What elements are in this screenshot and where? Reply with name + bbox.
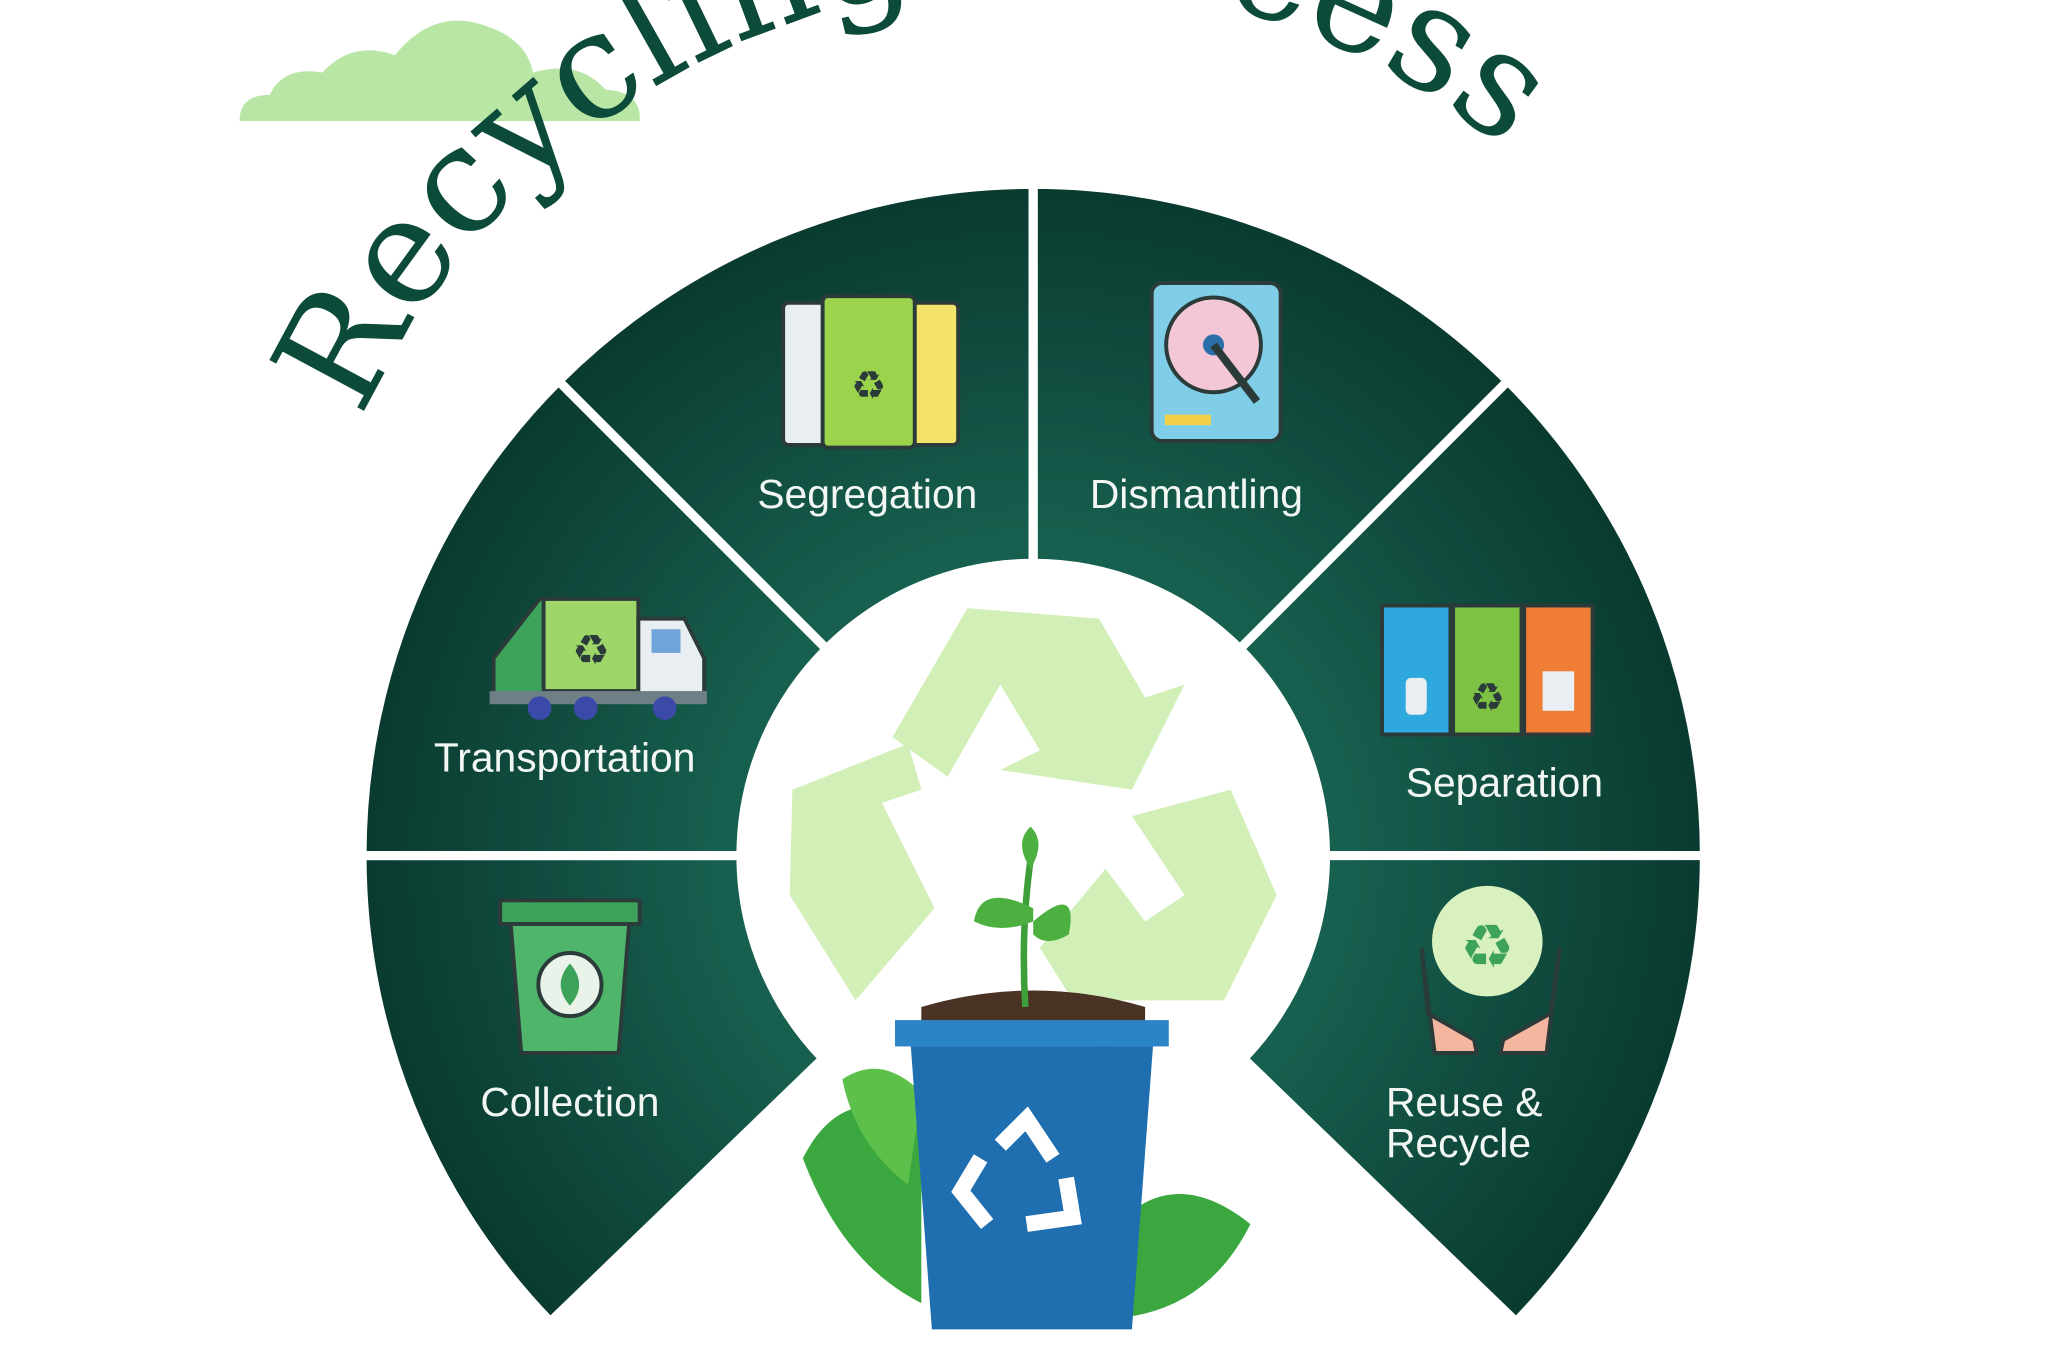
green-bin-leaf-icon bbox=[498, 898, 642, 1055]
step-label-dismantling: Dismantling bbox=[1090, 471, 1303, 517]
svg-text:♻: ♻ bbox=[1460, 914, 1514, 981]
hands-recycle-icon: ♻ bbox=[1419, 885, 1562, 1055]
svg-text:♻: ♻ bbox=[572, 628, 610, 675]
step-label-reuse: Reuse & bbox=[1386, 1079, 1542, 1125]
recycle-arrows-icon bbox=[951, 1106, 1082, 1232]
step-label-segregation: Segregation bbox=[757, 471, 977, 517]
step-label-transportation: Transportation bbox=[434, 734, 696, 780]
hard-drive-icon bbox=[1149, 281, 1283, 443]
recycle-bin-plant-icon bbox=[802, 826, 1251, 1330]
step-label-collection: Collection bbox=[480, 1079, 659, 1125]
separation-bins-icon: ♻ bbox=[1380, 603, 1595, 737]
step-label-recycle: Recycle bbox=[1386, 1120, 1531, 1166]
cloud-icon bbox=[239, 20, 640, 122]
svg-text:♻: ♻ bbox=[1470, 676, 1505, 720]
recycling-truck-icon: ♻ bbox=[489, 596, 707, 721]
step-label-separation: Separation bbox=[1406, 759, 1603, 805]
sorting-bins-icon: ♻ bbox=[781, 294, 961, 450]
svg-text:♻: ♻ bbox=[851, 364, 886, 408]
recycle-symbol-icon bbox=[789, 608, 1277, 1054]
